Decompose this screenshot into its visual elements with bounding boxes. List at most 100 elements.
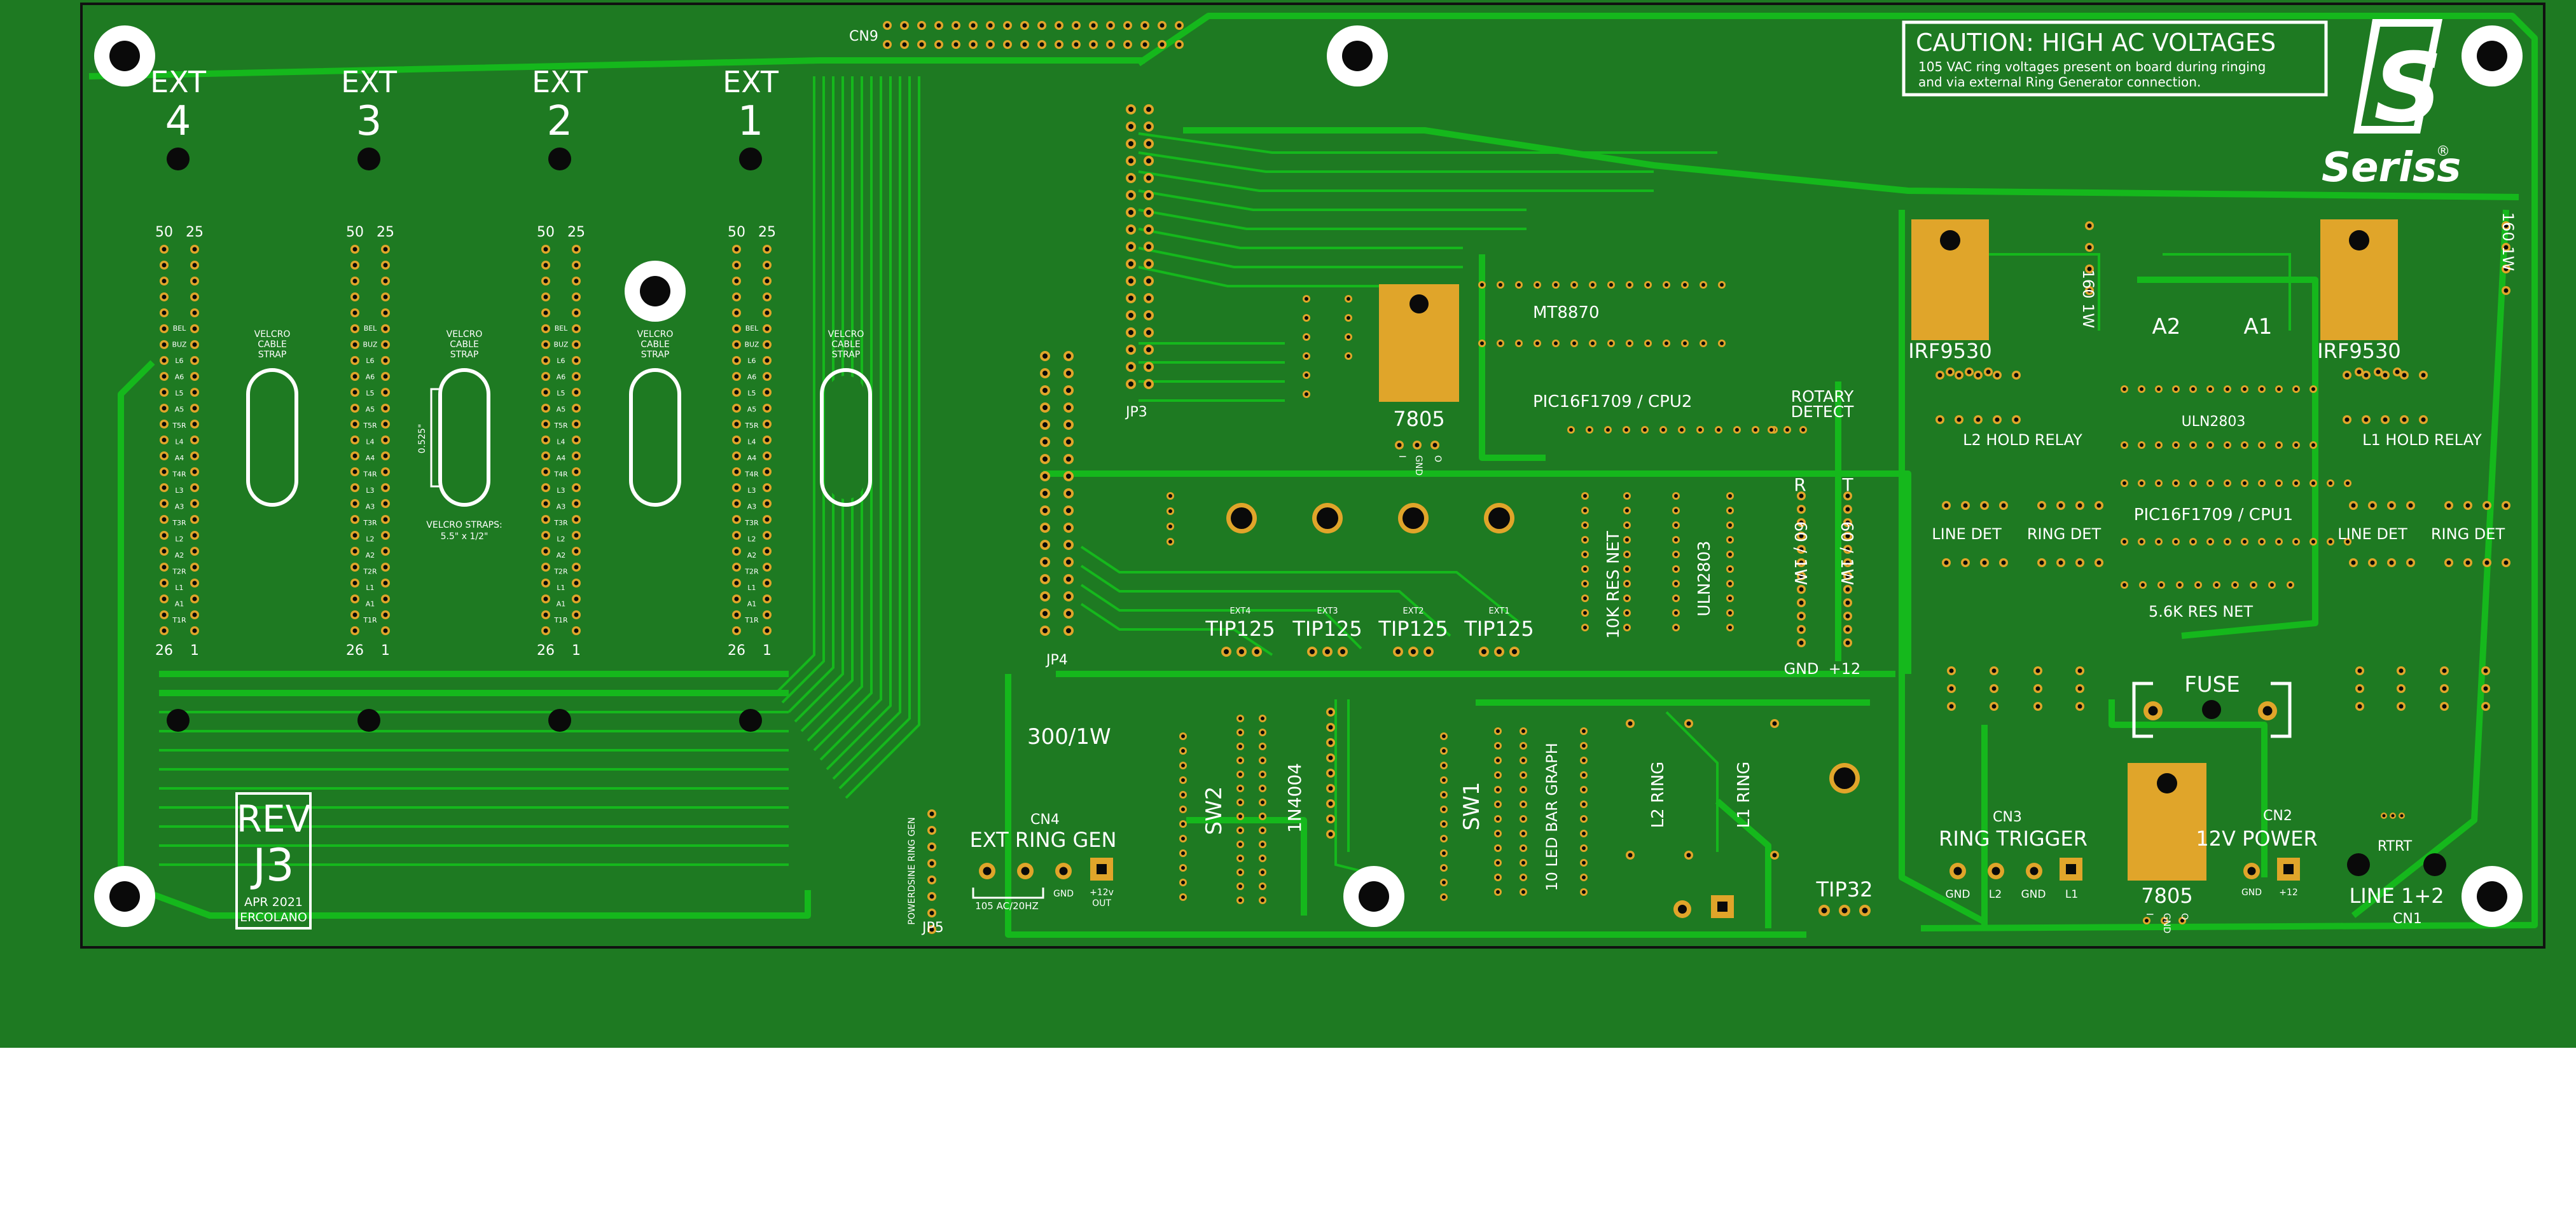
pad-hole [1683,283,1687,287]
pin-signal-label: BEL [555,324,568,333]
pad-hole [1769,428,1773,432]
pad-hole [1845,547,1850,552]
pad-hole [2174,481,2178,485]
pad-hole [1146,141,1151,146]
pad-hole [383,501,388,506]
pad-hole [1624,428,1628,432]
pad-hole [1347,335,1350,339]
pad-hole [1995,373,2000,378]
pad-hole [1625,582,1629,586]
pad-hole [543,596,548,601]
pad-hole [1583,567,1587,571]
pad-hole [1146,193,1151,198]
pad-hole [1160,23,1165,28]
svg-text:EXT4: EXT4 [1229,607,1250,616]
pin-signal-label: A2 [175,551,184,560]
pin-signal-label: T1R [363,616,377,624]
pad-hole [1728,611,1732,615]
caution-box [1902,20,2328,97]
pad-hole [1496,744,1500,748]
svg-text:25: 25 [377,224,394,240]
pad-hole [1799,573,1804,579]
pad-hole [1674,523,1678,527]
pad-hole [929,828,934,833]
pad-hole [1728,553,1732,556]
pad-hole [1625,538,1629,542]
pad-hole [1845,600,1850,605]
pad-hole [162,263,167,268]
pad-hole [1956,417,1962,422]
pad-hole [1956,373,1962,378]
pad-hole [1261,856,1264,860]
pad-hole [1146,175,1151,181]
seriss-logo: S Seriss ® [2322,19,2461,191]
pad-hole [2014,373,2019,378]
pad-hole [2196,583,2200,587]
pad-hole [2087,266,2092,271]
pad-hole [192,580,197,586]
pad-hole [1238,786,1242,790]
pad-hole [352,549,357,554]
pin-signal-label: A4 [747,454,757,462]
ext-2-number: 2 [547,98,573,145]
pad-hole [543,453,548,458]
pad-hole [574,422,579,427]
pad-hole [2001,560,2006,565]
pad-hole [162,437,167,443]
pad-hole [352,453,357,458]
pad-hole [1937,373,1942,378]
pad-hole [574,549,579,554]
pad-hole [1944,503,1949,508]
label-ring-det-l: RING DET [2027,525,2102,543]
pad-hole [1442,764,1446,767]
pad-hole [2122,583,2126,587]
pad-hole [1066,508,1071,513]
pad-hole [1680,428,1684,432]
pad-hole [1146,347,1151,352]
pad-hole [383,533,388,538]
pad-hole [1261,786,1264,790]
pad-hole [1628,283,1631,287]
pad-hole [1146,227,1151,232]
pad-hole [2178,583,2182,587]
pin-signal-label: L6 [557,357,565,365]
logo-letter: S [2374,33,2442,144]
pad-hole [1821,907,1827,914]
ring-gen-bracket [972,888,1044,899]
pad-hole [2208,481,2212,485]
pad-hole [2014,417,2019,422]
label-cpu2: PIC16F1709 / CPU2 [1533,392,1692,411]
pad-hole [574,437,579,443]
pin-signal-label: A1 [747,600,757,608]
pad-hole [1801,428,1805,432]
pad-hole [765,533,770,538]
pad-hole [885,23,890,28]
pad-hole [574,326,579,331]
pin-signal-label: A3 [747,503,757,511]
pad-hole [1432,443,1437,448]
pad-hole [1976,417,1981,422]
ext-2-label: EXT [532,65,588,99]
pin-signal-label: L4 [747,438,756,446]
pad-hole [1066,457,1071,462]
pad-hole [1701,283,1705,287]
pad-hole [2077,704,2082,709]
pin-signal-label: L2 [366,535,374,544]
pad-hole [1521,759,1525,762]
pad-hole [543,517,548,522]
pad-hole [1426,649,1431,654]
pad-hole [1261,898,1264,902]
pad-hole [2503,560,2509,565]
pad-hole [192,342,197,347]
pad-hole [2035,686,2040,691]
svg-text:CN9: CN9 [849,29,878,45]
pin-signal-label: T2R [553,568,568,576]
svg-text:STRAP: STRAP [641,350,670,360]
pad-hole [543,565,548,570]
pad-hole [2294,481,2298,485]
pad-hole [1328,832,1333,837]
pad-hole [543,437,548,443]
pad-hole [162,453,167,458]
pad-hole [1799,493,1804,498]
pad-hole [1735,428,1739,432]
